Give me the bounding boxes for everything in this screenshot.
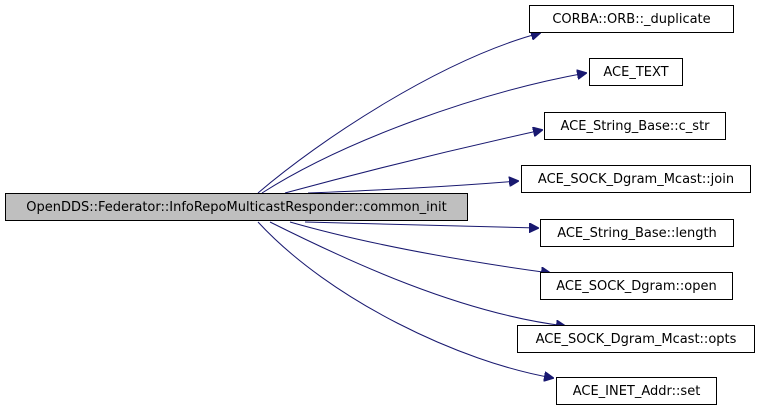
callee-node-ace-text[interactable]: ACE_TEXT	[589, 58, 683, 86]
call-edge-5	[304, 221, 538, 228]
call-edge-3	[284, 130, 542, 194]
callee-node-inet-addr-set[interactable]: ACE_INET_Addr::set	[556, 377, 717, 405]
callee-label: CORBA::ORB::_duplicate	[552, 11, 711, 27]
callee-node-mcast-opts[interactable]: ACE_SOCK_Dgram_Mcast::opts	[517, 325, 755, 353]
call-edge-6	[289, 221, 550, 273]
root-function-node[interactable]: OpenDDS::Federator::InfoRepoMulticastRes…	[5, 193, 468, 221]
callee-node-mcast-join[interactable]: ACE_SOCK_Dgram_Mcast::join	[521, 165, 751, 193]
callee-label: ACE_SOCK_Dgram_Mcast::opts	[535, 331, 737, 347]
callee-label: ACE_String_Base::length	[557, 225, 717, 241]
callee-node-orb-duplicate[interactable]: CORBA::ORB::_duplicate	[529, 5, 734, 33]
callee-label: ACE_TEXT	[603, 64, 669, 80]
callee-node-string-c-str[interactable]: ACE_String_Base::c_str	[544, 112, 726, 140]
callee-label: ACE_String_Base::c_str	[560, 118, 710, 134]
callee-label: ACE_SOCK_Dgram::open	[556, 278, 717, 294]
call-edge-8	[257, 221, 553, 378]
callee-node-string-length[interactable]: ACE_String_Base::length	[540, 219, 734, 247]
callee-node-dgram-open[interactable]: ACE_SOCK_Dgram::open	[540, 272, 733, 300]
call-edge-4	[307, 181, 518, 194]
call-edge-7	[269, 221, 565, 326]
callee-label: ACE_INET_Addr::set	[572, 383, 701, 399]
call-edge-2	[261, 73, 586, 194]
root-function-label: OpenDDS::Federator::InfoRepoMulticastRes…	[26, 199, 447, 215]
callee-label: ACE_SOCK_Dgram_Mcast::join	[537, 171, 735, 187]
call-edge-1	[257, 33, 540, 194]
